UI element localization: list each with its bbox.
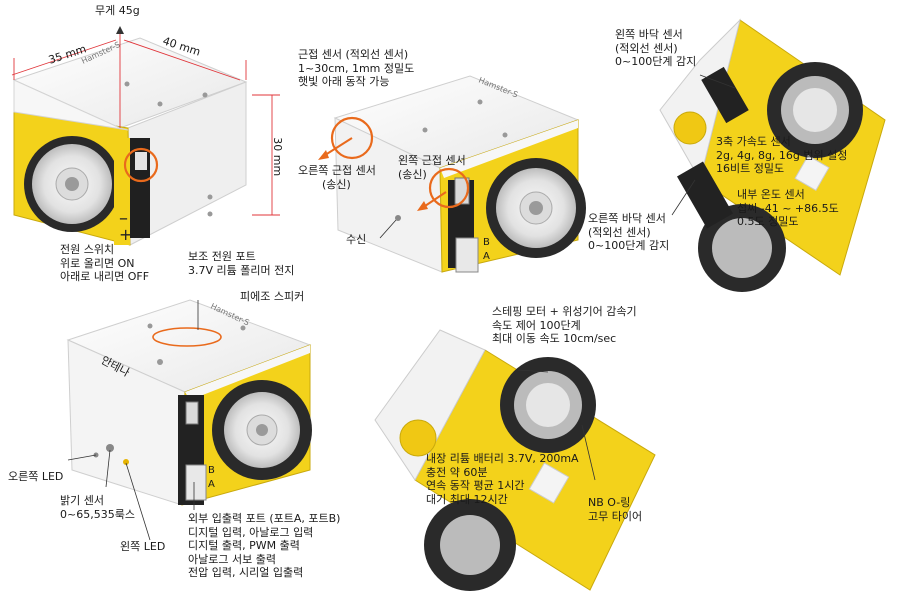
left-prox-label: 왼쪽 근접 센서(송신) xyxy=(398,154,466,181)
robot-front-view: Hamster-S xyxy=(11,26,280,246)
right-floor-sensor-label: 오른쪽 바닥 센서(적외선 센서)0~100단계 감지 xyxy=(588,212,670,252)
robot-back-view: Hamster-S xyxy=(318,75,586,273)
robot-side-view: Hamster-S xyxy=(66,299,312,541)
height-label: 30 mm xyxy=(271,137,285,177)
robot-bottom-view-2 xyxy=(374,329,656,591)
port-b-label-1: B xyxy=(483,237,490,248)
left-led-label: 왼쪽 LED xyxy=(120,540,166,553)
right-prox-label: 오른쪽 근접 센서(송신) xyxy=(298,164,376,191)
weight-label: 무게 45g xyxy=(95,4,140,17)
robot-bottom-view-1 xyxy=(659,18,886,292)
left-floor-sensor-label: 왼쪽 바닥 센서(적외선 센서)0~100단계 감지 xyxy=(615,28,697,68)
receive-label: 수신 xyxy=(346,233,367,246)
port-b-label-2: B xyxy=(208,465,215,476)
right-led-label: 오른쪽 LED xyxy=(8,470,64,483)
plus-sign: + xyxy=(119,225,133,244)
minus-sign: – xyxy=(119,208,128,229)
port-a-label-2: A xyxy=(208,479,215,490)
port-a-label-1: A xyxy=(483,251,490,262)
piezo-speaker-label: 피에조 스피커 xyxy=(240,290,305,303)
